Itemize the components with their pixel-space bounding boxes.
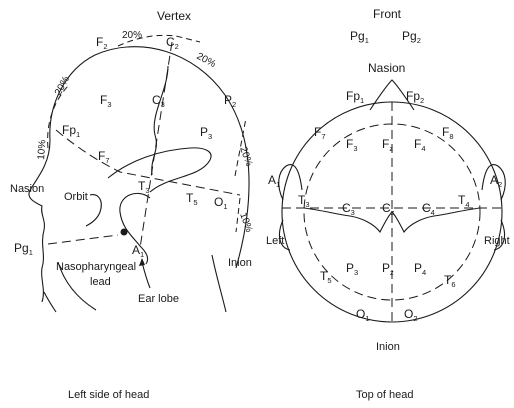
pct-front-upper: 20% <box>53 74 72 97</box>
right-ear-top <box>481 164 506 201</box>
electrode-f3-side: F3 <box>100 93 112 109</box>
inion-label-side: Inion <box>228 257 252 269</box>
electrode-pg2-top: Pg2 <box>402 29 421 45</box>
electrode-f3-top: F3 <box>346 137 358 153</box>
central-wave-line <box>303 207 481 234</box>
electrode-c3-top: C3 <box>342 201 355 217</box>
electrode-t5-top: T5 <box>320 269 332 285</box>
left-ear-bottom <box>278 219 291 251</box>
side-view-caption: Left side of head <box>68 389 149 401</box>
electrode-t3-top: T3 <box>298 193 310 209</box>
electrode-t6-top: T6 <box>444 273 456 289</box>
inion-label-top: Inion <box>376 341 400 353</box>
electrode-cz-top: Cz <box>382 201 395 217</box>
electrode-f7-side: F7 <box>98 149 110 165</box>
nasion-inion-dashed-line <box>55 129 241 196</box>
electrode-t3-side: T3 <box>138 179 150 195</box>
electrode-t5-side: T5 <box>186 191 198 207</box>
right-ear-bottom <box>493 219 506 251</box>
electrode-o1-side: O1 <box>214 195 228 211</box>
electrode-fp1-side: Fp1 <box>62 123 80 139</box>
electrode-pg1-side: Pg1 <box>14 241 33 257</box>
electrode-c3-side: C3 <box>152 93 165 109</box>
neck-back-line <box>211 254 227 313</box>
nose-outline <box>369 79 415 111</box>
arc-arrow-front <box>47 83 71 149</box>
top-view-caption: Top of head <box>356 389 414 401</box>
electrode-p3-top: P3 <box>346 261 358 277</box>
electrode-pg1-top: Pg1 <box>350 29 369 45</box>
arc-arrow-back-lower <box>235 197 241 233</box>
ear-outline <box>119 193 151 265</box>
vertex-label: Vertex <box>157 9 191 23</box>
side-view: Vertex 20% 20% 20% 10% 20% 10% F2 C2 P2 … <box>10 9 254 401</box>
left-ear-top <box>278 164 303 201</box>
right-label: Right <box>484 235 510 247</box>
top-view: Front Pg1 Pg2 Nasion Fp1 Fp2 F7 F8 F3 Fz… <box>266 7 510 401</box>
electrode-f7-top: F7 <box>314 125 326 141</box>
electrode-p4-top: P4 <box>414 261 426 277</box>
electrode-t4-top: T4 <box>458 193 470 209</box>
ear-lobe-label: Ear lobe <box>138 293 179 305</box>
electrode-fp2-top: Fp2 <box>406 89 424 105</box>
electrode-a1-top: A1 <box>268 173 280 189</box>
ear-lobe-arrowhead <box>139 258 145 266</box>
electrode-a1-side: A1 <box>132 243 144 259</box>
vertex-ear-dashed-line <box>139 41 173 249</box>
nasopharyngeal-electrode <box>120 228 128 236</box>
lead-label: lead <box>90 276 111 288</box>
electrode-f4-top: F4 <box>414 137 426 153</box>
electrode-pz-top: Pz <box>382 261 394 277</box>
jaw-line <box>57 261 97 311</box>
front-label: Front <box>373 7 402 21</box>
electrode-c4-top: C4 <box>422 201 435 217</box>
left-label: Left <box>266 235 284 247</box>
head-profile-outline <box>28 46 250 303</box>
nasopharyngeal-label: Nasopharyngeal <box>56 261 136 273</box>
electrode-p2-side: P2 <box>224 93 236 109</box>
nasion-label-top: Nasion <box>368 61 405 75</box>
sylvian-curve <box>107 147 212 193</box>
pct-back-upper: 20% <box>237 145 254 168</box>
nasopharyngeal-lead-line <box>47 234 119 245</box>
pct-front-lower: 10% <box>36 139 48 160</box>
electrode-f2-side: F2 <box>96 35 108 51</box>
electrode-p3-side: P3 <box>200 125 212 141</box>
electrode-o2-top: O2 <box>404 307 418 323</box>
electrode-o1-top: O1 <box>356 307 370 323</box>
electrode-a2-top: A2 <box>490 173 502 189</box>
ear-lobe-pointer <box>141 261 151 289</box>
pct-back-lower: 10% <box>237 211 254 234</box>
orbit-outline <box>85 194 102 227</box>
neck-front-line <box>43 291 57 313</box>
orbit-label: Orbit <box>64 191 88 203</box>
electrode-c2-side: C2 <box>166 35 179 51</box>
electrode-f8-top: F8 <box>442 125 454 141</box>
pct-top-left: 20% <box>122 30 142 41</box>
electrode-fp1-top: Fp1 <box>346 89 364 105</box>
nasion-label-side: Nasion <box>10 183 44 195</box>
electrode-fz-top: Fz <box>382 137 393 153</box>
